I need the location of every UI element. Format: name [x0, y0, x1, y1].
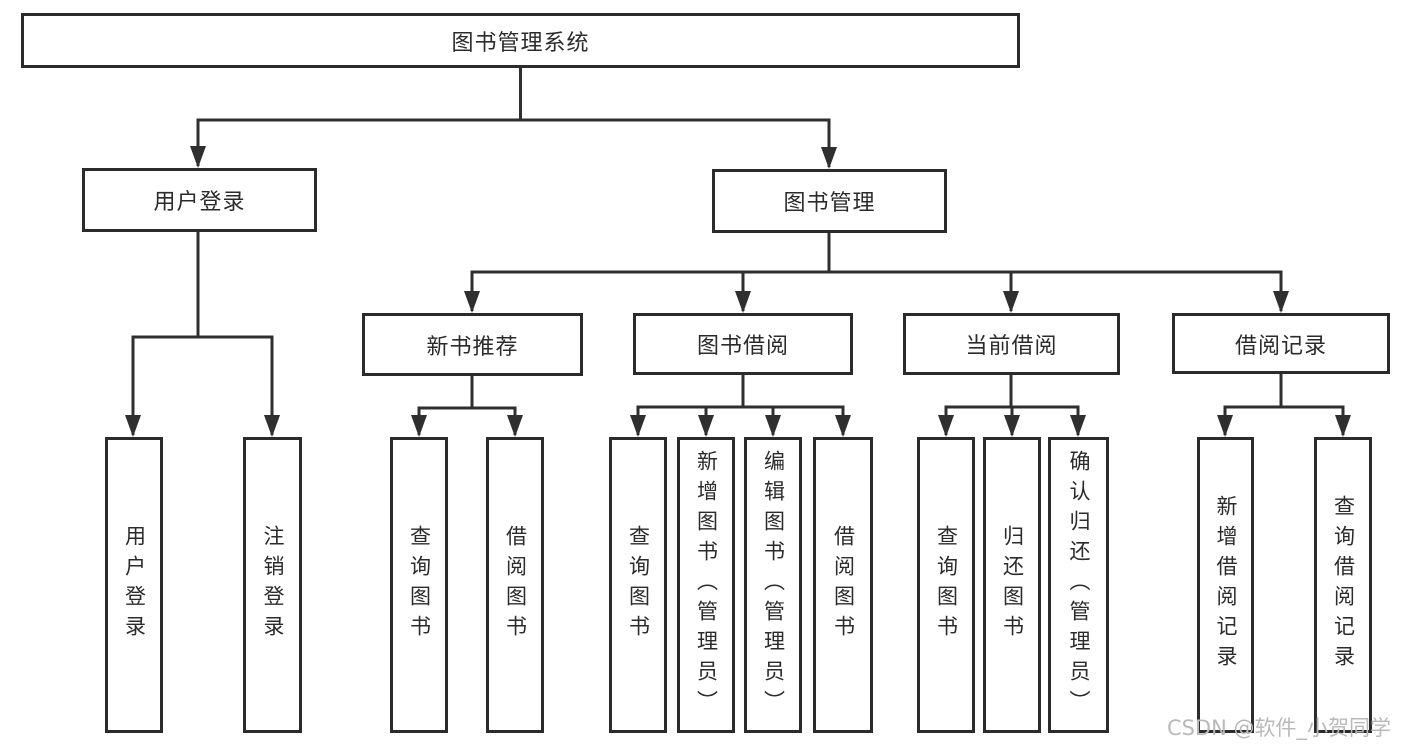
node-current-borrow: 当前借阅	[903, 313, 1120, 375]
node-book-borrow: 图书借阅	[633, 313, 853, 375]
leaf-add-borrow-record-label: 新增借阅记录	[1214, 495, 1238, 675]
leaf-add-book-admin-label: 新增图书（管理员）	[694, 450, 719, 720]
leaf-add-book-admin: 新增图书（管理员）	[677, 437, 735, 733]
node-library-system: 图书管理系统	[21, 13, 1020, 68]
leaf-confirm-return-admin-label: 确认归还（管理员）	[1067, 450, 1091, 720]
leaf-add-borrow-record: 新增借阅记录	[1197, 437, 1254, 733]
leaf-edit-book-admin: 编辑图书（管理员）	[744, 437, 802, 733]
leaf-query-books-recommend: 查询图书	[390, 437, 448, 733]
leaf-query-borrow-record: 查询借阅记录	[1314, 437, 1372, 733]
node-borrow-records: 借阅记录	[1172, 313, 1390, 374]
leaf-borrow-books-label: 借阅图书	[831, 525, 856, 645]
leaf-return-book-label: 归还图书	[1000, 525, 1025, 645]
leaf-borrow-books: 借阅图书	[813, 437, 873, 733]
leaf-logout: 注销登录	[243, 437, 302, 733]
leaf-edit-book-admin-label: 编辑图书（管理员）	[761, 450, 786, 720]
leaf-user-login: 用户登录	[105, 437, 163, 733]
node-book-management: 图书管理	[712, 169, 947, 233]
leaf-query-books-current: 查询图书	[917, 437, 975, 733]
leaf-borrow-books-recommend-label: 借阅图书	[503, 525, 528, 645]
leaf-query-books-current-label: 查询图书	[934, 525, 959, 645]
leaf-query-books-borrow: 查询图书	[609, 437, 667, 733]
leaf-borrow-books-recommend: 借阅图书	[486, 437, 544, 733]
leaf-confirm-return-admin: 确认归还（管理员）	[1048, 437, 1109, 733]
node-user-login: 用户登录	[82, 168, 317, 232]
node-new-book-recommend: 新书推荐	[362, 313, 583, 376]
leaf-query-borrow-record-label: 查询借阅记录	[1331, 495, 1356, 675]
leaf-query-books-borrow-label: 查询图书	[626, 525, 651, 645]
leaf-logout-label: 注销登录	[261, 525, 285, 645]
leaf-query-books-recommend-label: 查询图书	[407, 525, 432, 645]
watermark: CSDN @软件_小贺同学	[1166, 716, 1391, 740]
leaf-return-book: 归还图书	[983, 437, 1041, 733]
leaf-user-login-label: 用户登录	[122, 525, 147, 645]
